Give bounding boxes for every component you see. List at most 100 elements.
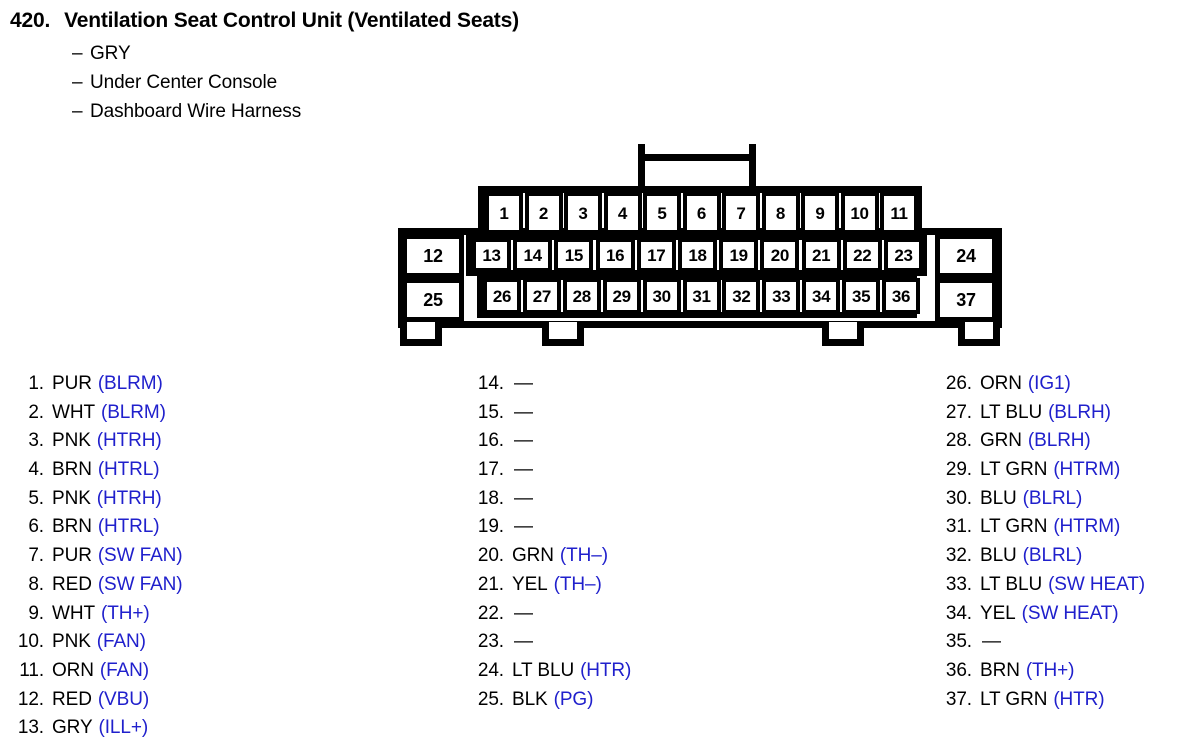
pin-cell-14: 14: [513, 238, 553, 272]
pin-cell-4: 4: [603, 192, 642, 234]
pin-list-row: 19.—: [470, 513, 631, 542]
pin-signal-name: (HTRH): [96, 487, 162, 509]
pin-cell-20: 20: [760, 238, 800, 272]
pin-cell-22: 22: [842, 238, 882, 272]
pin-signal-name: (TH+): [1025, 659, 1075, 681]
pin-cell-35: 35: [842, 278, 881, 314]
pin-cell-11: 11: [880, 192, 918, 234]
pin-signal-name: (HTRL): [97, 516, 160, 538]
pin-number: 27.: [945, 401, 972, 423]
pin-wire-color: ORN: [980, 373, 1022, 394]
pin-cell-3: 3: [564, 192, 602, 234]
pin-signal-name: (BLRL): [1022, 487, 1083, 509]
bullet-text: Under Center Console: [90, 72, 278, 93]
pin-list-row: 9.WHT(TH+): [10, 600, 183, 629]
pin-signal-name: (HTRL): [97, 459, 160, 481]
pin-list-row: 25.BLK(PG): [470, 686, 631, 715]
pin-list-row: 24.LT BLU(HTR): [470, 657, 631, 686]
pin-number: 25.: [477, 688, 504, 710]
pin-wire-color: LT BLU: [980, 401, 1043, 423]
pin-list-row: 6.BRN(HTRL): [10, 513, 183, 542]
pin-list-row: 28.GRN(BLRH): [938, 427, 1145, 456]
bullet-line-harness: –Dashboard Wire Harness: [72, 101, 301, 123]
pin-wire-color: PUR: [52, 545, 92, 567]
pin-wire-color: BRN: [52, 516, 92, 538]
pin-list-column-1: 1.PUR(BLRM)2.WHT(BLRM)3.PNK(HTRH)4.BRN(H…: [10, 370, 183, 743]
pin-signal-name: (BLRH): [1048, 401, 1111, 423]
pin-number: 31.: [945, 516, 972, 538]
pin-signal-name: (VBU): [97, 688, 150, 710]
pin-wire-color: YEL: [512, 573, 548, 595]
pin-number: 14.: [477, 373, 504, 394]
pin-number: 11.: [19, 659, 44, 681]
pin-wire-color: WHT: [52, 602, 95, 624]
pin-list-row: 37.LT GRN(HTR): [938, 686, 1145, 715]
bullet-dash-icon: –: [72, 72, 83, 93]
pin-list-row: 18.—: [470, 485, 631, 514]
pin-wire-color: BLK: [512, 688, 548, 710]
pin-signal-name: (IG1): [1027, 373, 1071, 394]
pin-wire-color: ORN: [52, 659, 94, 681]
pin-signal-name: (SW HEAT): [1048, 573, 1145, 595]
pin-list-row: 21.YEL(TH–): [470, 571, 631, 600]
pin-cell-16: 16: [595, 238, 635, 272]
mounting-tab-3: [822, 322, 864, 346]
pin-cell-27: 27: [522, 278, 561, 314]
pin-cell-15: 15: [554, 238, 594, 272]
pin-list-row: 16.—: [470, 427, 631, 456]
pin-number: 20.: [477, 545, 504, 567]
pin-signal-name: (HTRM): [1053, 516, 1121, 538]
bullet-text: Dashboard Wire Harness: [90, 101, 302, 122]
pin-cell-36: 36: [882, 278, 920, 314]
pin-number: 35.: [945, 631, 972, 653]
latch-post-right-icon: [749, 144, 756, 188]
pin-list-row: 22. —: [470, 600, 631, 629]
pin-wire-color: PNK: [52, 631, 91, 653]
pin-cell-29: 29: [602, 278, 641, 314]
pin-number: 36.: [945, 659, 972, 681]
pin-number: 3.: [28, 430, 44, 452]
pin-cell-30: 30: [642, 278, 681, 314]
pin-wire-color: LT BLU: [512, 659, 575, 681]
pin-number: 17.: [477, 459, 504, 481]
bullet-dash-icon: –: [72, 43, 83, 64]
pin-cell-28: 28: [562, 278, 601, 314]
bullet-dash-icon: –: [72, 101, 83, 122]
pin-signal-name: (TH+): [100, 602, 150, 624]
pin-cell-12: 12: [402, 234, 464, 278]
latch-bar-icon: [640, 154, 756, 161]
pin-cell-37: 37: [935, 278, 997, 322]
pin-number: 22.: [477, 602, 504, 624]
pin-number: 37.: [945, 688, 972, 710]
pin-unused-dash: —: [514, 487, 533, 509]
pin-list-row: 34.YEL(SW HEAT): [938, 600, 1145, 629]
pin-unused-dash: —: [514, 430, 533, 452]
pin-list-column-2: 14.—15.—16.—17.—18.—19.—20.GRN(TH–)21.YE…: [470, 370, 631, 714]
pin-unused-dash: —: [514, 602, 533, 624]
pin-cell-17: 17: [636, 238, 676, 272]
latch-post-left-icon: [638, 144, 645, 188]
pin-list-row: 31.LT GRN(HTRM): [938, 513, 1145, 542]
pin-unused-dash: —: [514, 373, 533, 394]
pin-list-row: 2.WHT(BLRM): [10, 399, 183, 428]
pin-list-row: 32.BLU(BLRL): [938, 542, 1145, 571]
pin-signal-name: (SW FAN): [97, 573, 183, 595]
bullet-text: GRY: [90, 43, 131, 64]
pin-signal-name: (BLRL): [1022, 545, 1083, 567]
pin-unused-dash: —: [514, 516, 533, 538]
pin-unused-dash: —: [514, 631, 533, 653]
pin-list-row: 14. —: [470, 370, 631, 399]
pin-number: 1.: [28, 373, 44, 394]
pin-wire-color: BRN: [980, 659, 1020, 681]
pin-list-row: 27. LT BLU(BLRH): [938, 399, 1145, 428]
pin-number: 32.: [945, 545, 972, 567]
pin-list-row: 33.LT BLU(SW HEAT): [938, 571, 1145, 600]
pin-signal-name: (BLRM): [97, 373, 163, 394]
pin-number: 33.: [945, 573, 972, 595]
pin-number: 2.: [28, 401, 44, 423]
pin-number: 4.: [28, 459, 44, 481]
pin-list-row: 3.PNK(HTRH): [10, 427, 183, 456]
pin-cell-31: 31: [682, 278, 721, 314]
pin-list-row: 11.ORN(FAN): [10, 657, 183, 686]
